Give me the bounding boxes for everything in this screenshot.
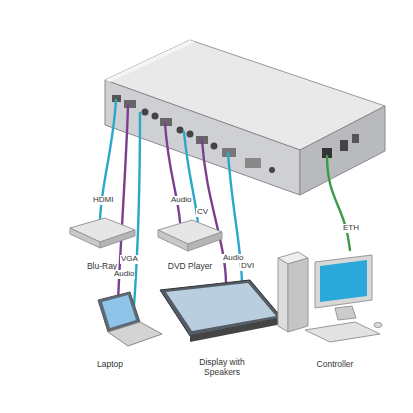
cable-label: ETH <box>342 224 360 233</box>
cable-label: HDMI <box>92 196 114 205</box>
laptop <box>98 292 162 346</box>
device-node: Laptop <box>97 360 123 370</box>
device-label: DVD Player <box>168 262 212 272</box>
cable-label: Audio <box>170 196 192 205</box>
display-with-speakers <box>160 280 282 342</box>
device-label: Display with Speakers <box>182 358 262 378</box>
cables <box>100 100 350 306</box>
device-node: DVD Player <box>168 262 212 272</box>
controller-pc <box>278 252 382 342</box>
bluray-player <box>70 218 135 248</box>
device-node: Controller <box>317 360 354 370</box>
device-label: Laptop <box>97 360 123 370</box>
cable-label: VGA <box>120 255 139 264</box>
device-label: Controller <box>317 360 354 370</box>
cable-label: DVI <box>240 262 255 271</box>
cable-label: CV <box>196 208 209 217</box>
dvd-player <box>158 220 222 251</box>
switcher-unit <box>105 40 385 195</box>
device-node: Display with Speakers <box>182 358 262 378</box>
cable-label: Audio <box>113 270 135 279</box>
